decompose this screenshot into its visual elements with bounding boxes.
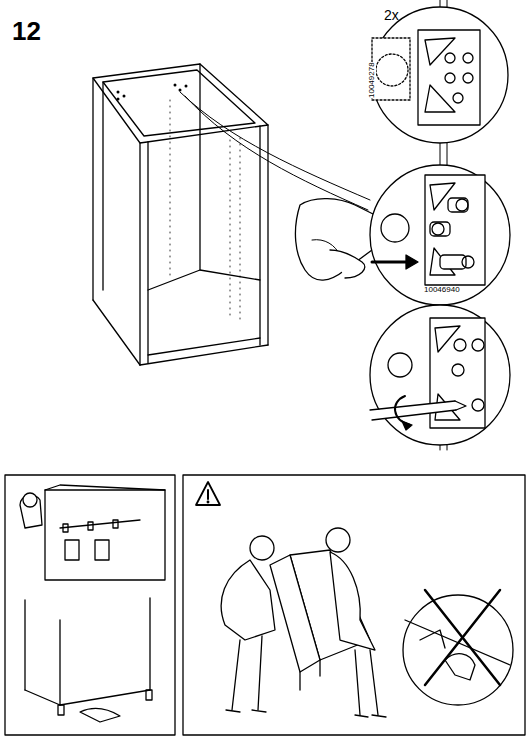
part-number: 10046940 <box>424 286 460 294</box>
warning-panel <box>183 475 525 735</box>
quantity-label: 2x <box>384 8 399 22</box>
part-number: 10049278 <box>368 62 376 98</box>
cabinet-frame <box>93 64 268 365</box>
detail-circle <box>370 305 510 445</box>
detail-circle <box>372 7 508 143</box>
hint-panel <box>5 475 175 735</box>
step-number: 12 <box>12 18 41 44</box>
detail-circle <box>330 165 510 305</box>
